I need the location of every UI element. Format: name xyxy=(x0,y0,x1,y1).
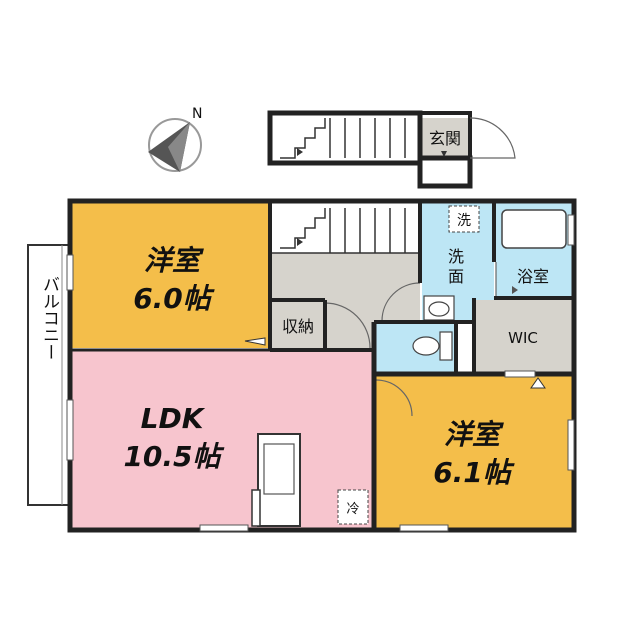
upper-stairs xyxy=(267,110,423,166)
washroom-label: 洗面 xyxy=(448,247,464,286)
western-room-1-floor xyxy=(72,203,270,348)
compass-ring xyxy=(148,118,202,172)
washer-pan: 洗 xyxy=(448,205,480,233)
wic-label: WIC xyxy=(508,329,538,347)
kitchen-counter xyxy=(251,433,301,527)
entrance-label: 玄関 xyxy=(429,129,461,148)
balcony-label: バルコニー xyxy=(39,276,59,361)
door-swings xyxy=(324,262,497,417)
toilet-icon xyxy=(412,331,453,361)
western-room-1-size: 6.0帖 xyxy=(133,282,215,315)
wic-floor xyxy=(474,300,572,374)
western-room-2-size: 6.1帖 xyxy=(433,456,515,489)
walls xyxy=(67,198,577,533)
fridge-space: 冷 xyxy=(337,489,369,525)
windows xyxy=(66,214,575,532)
western-room-1-name: 洋室 xyxy=(144,244,204,277)
western-room-2-floor xyxy=(372,375,572,528)
washroom-label-line: 洗 xyxy=(448,247,464,266)
washroom-label-line: 面 xyxy=(448,267,464,286)
balcony-outline xyxy=(27,244,71,506)
fridge-label: 冷 xyxy=(346,502,359,517)
balcony: バルコニー xyxy=(27,244,71,506)
western-room-2-name: 洋室 xyxy=(444,418,504,451)
storage-floor xyxy=(275,303,323,348)
wash-basin-icon xyxy=(423,295,455,321)
ldk-name: LDK xyxy=(141,402,206,435)
ldk-size: 10.5帖 xyxy=(123,440,224,473)
storage-label: 収納 xyxy=(282,317,314,336)
bathtub-icon xyxy=(501,209,567,249)
compass: N xyxy=(148,106,202,172)
washer-label: 洗 xyxy=(457,213,471,229)
lower-stairs xyxy=(272,203,420,254)
compass-north-label: N xyxy=(192,106,202,122)
entrance: 玄関 xyxy=(417,111,516,189)
ldk-floor xyxy=(72,350,372,528)
bathroom-label: 浴室 xyxy=(517,267,549,286)
